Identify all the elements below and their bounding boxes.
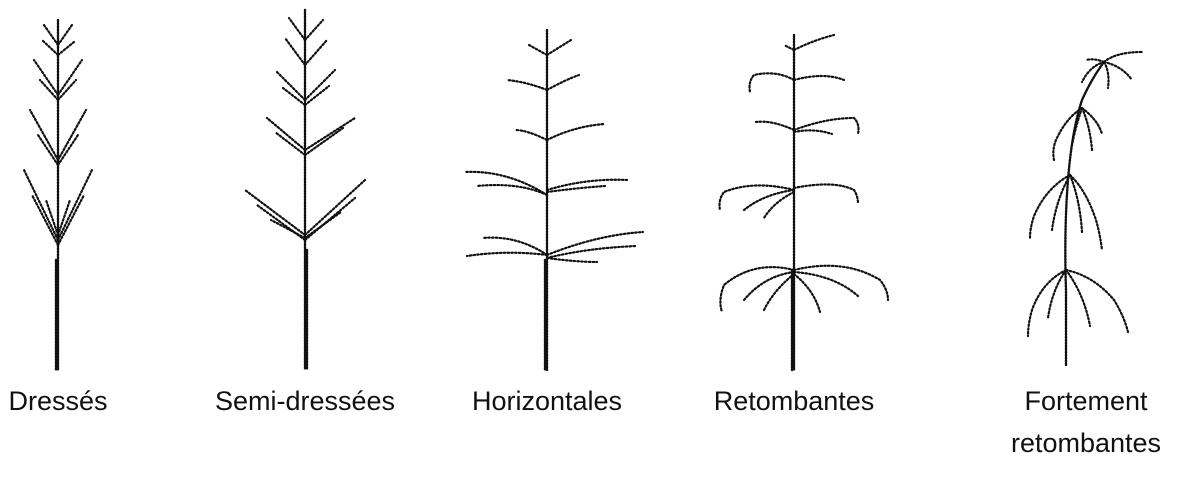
- caption-horizontales: Horizontales: [447, 380, 647, 422]
- plant-type-retombantes: Retombantes: [694, 0, 894, 480]
- drooping-branches-plant-icon: [694, 0, 894, 380]
- erect-branches-plant-icon: [0, 0, 158, 380]
- plant-type-fortement-retombantes: Fortement retombantes: [986, 0, 1186, 480]
- plant-type-horizontales: Horizontales: [447, 0, 647, 480]
- caption-line: Horizontales: [447, 380, 647, 422]
- caption-line: Dressés: [0, 380, 158, 422]
- caption-line: Fortement: [986, 380, 1186, 422]
- plant-type-semi-dressees: Semi-dressées: [205, 0, 405, 480]
- caption-line: Semi-dressées: [205, 380, 405, 422]
- caption-line: retombantes: [986, 422, 1186, 464]
- plant-type-dresses: Dressés: [0, 0, 158, 480]
- caption-line: Retombantes: [694, 380, 894, 422]
- caption-semi-dressees: Semi-dressées: [205, 380, 405, 422]
- strongly-drooping-branches-plant-icon: [986, 0, 1186, 380]
- semi-erect-branches-plant-icon: [205, 0, 405, 380]
- caption-dresses: Dressés: [0, 380, 158, 422]
- horizontal-branches-plant-icon: [447, 0, 647, 380]
- caption-fortement-retombantes: Fortement retombantes: [986, 380, 1186, 464]
- caption-retombantes: Retombantes: [694, 380, 894, 422]
